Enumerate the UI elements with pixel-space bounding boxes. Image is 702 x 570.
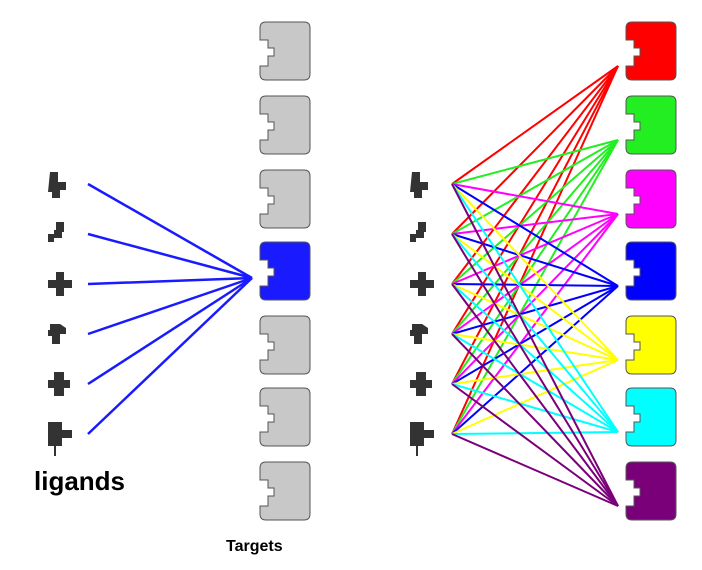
right-edge-l5-t2 — [451, 139, 619, 385]
right-ligand-6 — [410, 422, 434, 456]
right-ligand-1 — [410, 172, 428, 198]
right-edge-l1-t6 — [451, 183, 619, 433]
left-ligand-1 — [48, 172, 66, 198]
right-edge-l1-t7 — [451, 183, 619, 507]
right-edge-l4-t6 — [451, 333, 619, 433]
right-edge-l3-t3 — [451, 213, 619, 285]
right-target-4 — [625, 241, 677, 301]
left-target-5 — [259, 315, 311, 375]
right-edge-l6-t7 — [451, 433, 619, 507]
left-target-6 — [259, 387, 311, 447]
right-ligand-3 — [410, 272, 434, 296]
right-edge-l1-t1 — [451, 65, 619, 185]
left-edge-3 — [87, 276, 253, 286]
right-edge-l3-t4 — [451, 283, 619, 287]
right-edge-l3-t6 — [451, 283, 619, 433]
right-edge-l2-t3 — [451, 213, 619, 235]
right-target-7 — [625, 461, 677, 521]
left-ligand-4 — [48, 324, 66, 344]
left-edge-4 — [87, 276, 253, 336]
right-ligand-5 — [410, 372, 432, 396]
left-target-3 — [259, 169, 311, 229]
left-ligand-6 — [48, 422, 72, 456]
right-edge-l5-t6 — [451, 383, 619, 433]
right-edge-l2-t5 — [451, 233, 619, 361]
right-edge-l5-t3 — [451, 213, 619, 385]
right-edge-l1-t3 — [451, 183, 619, 215]
right-edge-l4-t3 — [451, 213, 619, 335]
left-ligand-3 — [48, 272, 72, 296]
right-edge-l5-t7 — [451, 383, 619, 507]
right-edge-l1-t4 — [451, 183, 619, 287]
right-edge-l2-t4 — [451, 233, 619, 287]
ligands-label: ligands — [34, 466, 126, 496]
right-ligand-2 — [410, 222, 426, 242]
right-edge-l4-t4 — [451, 285, 619, 335]
right-edge-l5-t4 — [451, 285, 619, 385]
left-edge-5 — [87, 276, 253, 386]
right-edge-l3-t2 — [451, 139, 619, 285]
targets-label: Targets — [226, 538, 283, 555]
left-target-4 — [259, 241, 311, 301]
right-target-2 — [625, 95, 677, 155]
right-edge-l1-t5 — [451, 183, 619, 361]
left-ligand-2 — [48, 222, 64, 242]
right-edge-l2-t7 — [451, 233, 619, 507]
right-edge-l2-t1 — [451, 65, 619, 235]
right-edge-l2-t6 — [451, 233, 619, 433]
left-target-7 — [259, 461, 311, 521]
left-edge-6 — [87, 277, 253, 435]
right-ligand-4 — [410, 324, 428, 344]
right-edge-l6-t2 — [451, 139, 619, 435]
right-target-6 — [625, 387, 677, 447]
left-target-2 — [259, 95, 311, 155]
right-edge-l6-t6 — [451, 431, 619, 435]
right-edge-l4-t2 — [451, 139, 619, 335]
right-target-3 — [625, 169, 677, 229]
right-edge-l2-t2 — [451, 139, 619, 235]
left-ligand-5 — [48, 372, 70, 396]
right-target-5 — [625, 315, 677, 375]
right-edge-l3-t1 — [451, 65, 619, 285]
right-edge-l6-t5 — [451, 359, 619, 435]
right-target-1 — [625, 21, 677, 81]
right-edge-l6-t4 — [451, 285, 619, 435]
right-edge-l1-t2 — [451, 139, 619, 185]
left-edge-1 — [87, 182, 253, 280]
right-edge-l3-t7 — [451, 283, 619, 507]
right-edge-l5-t5 — [451, 359, 619, 385]
right-edge-l6-t3 — [451, 213, 619, 435]
right-edge-l3-t5 — [451, 283, 619, 361]
right-edge-l4-t7 — [451, 333, 619, 507]
left-target-1 — [259, 21, 311, 81]
left-edge-2 — [87, 232, 253, 280]
